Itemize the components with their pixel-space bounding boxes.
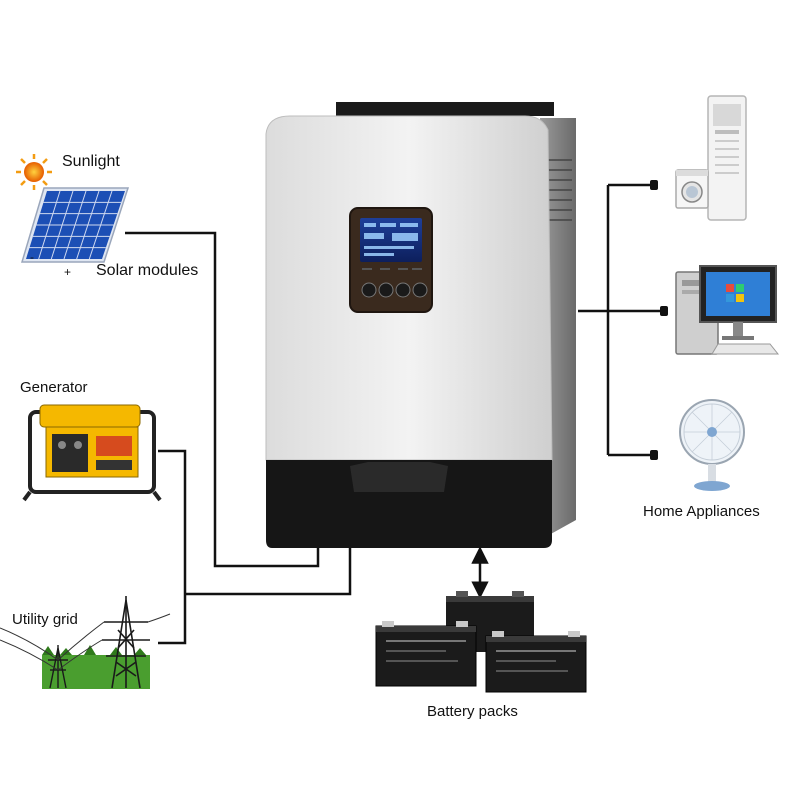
solar-modules-label: Solar modules bbox=[96, 262, 199, 279]
battery-right bbox=[485, 631, 587, 693]
generator-label: Generator bbox=[20, 379, 88, 396]
solar-wire bbox=[125, 231, 327, 568]
grid-generator-wire bbox=[185, 527, 359, 596]
utility-grid-label: Utility grid bbox=[12, 611, 78, 628]
battery-packs-icon bbox=[375, 591, 587, 693]
inverter-icon bbox=[265, 102, 576, 548]
solar-minus-sign: - bbox=[30, 250, 34, 264]
plug-2 bbox=[660, 306, 668, 316]
generator-icon bbox=[22, 404, 162, 502]
sun-icon bbox=[16, 154, 52, 190]
generator-wire bbox=[158, 449, 187, 645]
computer-icon bbox=[675, 265, 780, 355]
solar-panel-icon bbox=[20, 187, 130, 263]
solar-plus-sign: + bbox=[64, 265, 72, 279]
home-appliances-label: Home Appliances bbox=[643, 503, 760, 520]
plug-1 bbox=[650, 180, 658, 190]
sunlight-label: Sunlight bbox=[62, 153, 120, 170]
battery-packs-label: Battery packs bbox=[427, 703, 518, 720]
plugs bbox=[650, 180, 668, 460]
fan-icon bbox=[679, 399, 745, 491]
plug-3 bbox=[650, 450, 658, 460]
utility-grid-icon bbox=[0, 596, 171, 689]
wiring bbox=[125, 183, 660, 645]
battery-left bbox=[375, 621, 477, 687]
air-conditioner-icon bbox=[707, 95, 747, 221]
washing-machine-icon bbox=[675, 169, 709, 209]
